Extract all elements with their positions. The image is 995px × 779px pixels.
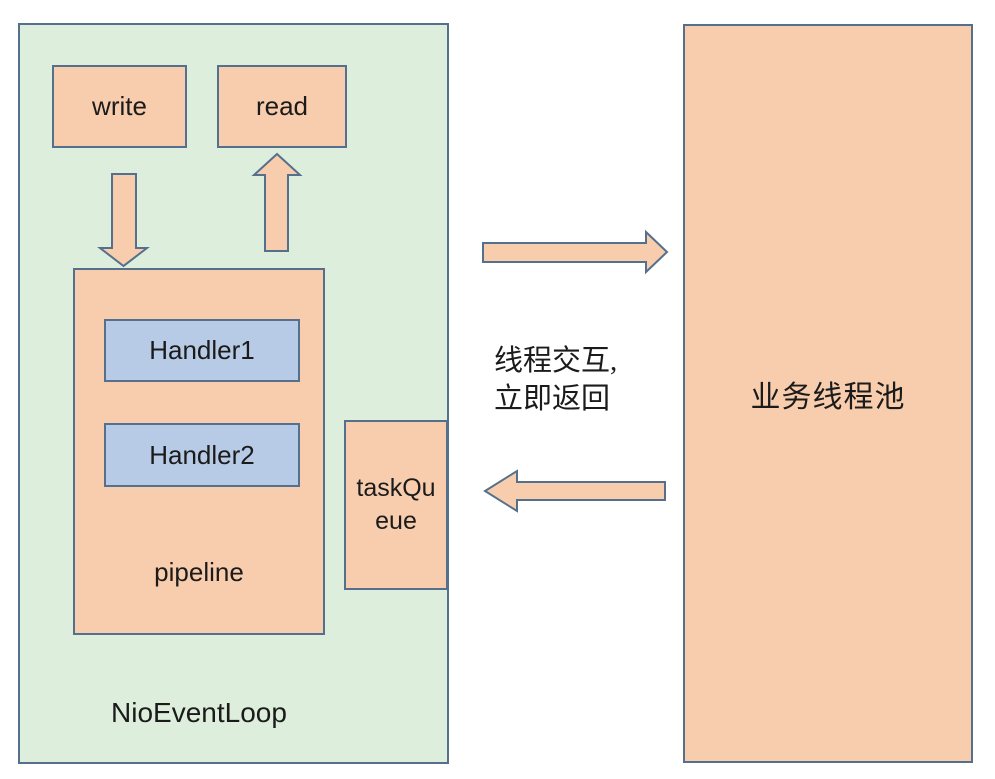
handler1-box: Handler1 bbox=[104, 319, 300, 382]
read-label: read bbox=[255, 91, 309, 121]
business-thread-pool-box: 业务线程池 bbox=[683, 24, 973, 763]
eventloop-to-threadpool-arrow-icon bbox=[482, 229, 669, 275]
write-box: write bbox=[52, 65, 187, 148]
threadpool-to-eventloop-arrow-icon bbox=[483, 469, 666, 513]
task-queue-label: taskQueue bbox=[356, 474, 436, 535]
nio-event-loop-label: NioEventLoop bbox=[111, 697, 287, 728]
read-box: read bbox=[217, 65, 347, 148]
handler2-box: Handler2 bbox=[104, 423, 300, 487]
handler2-label: Handler2 bbox=[149, 439, 255, 470]
business-thread-pool-label: 业务线程池 bbox=[750, 380, 906, 414]
pipeline-label: pipeline bbox=[154, 557, 244, 587]
handler1-label: Handler1 bbox=[149, 335, 255, 365]
pipeline-box: Handler1 Handler2 pipeline bbox=[73, 268, 325, 635]
write-label: write bbox=[92, 91, 147, 121]
interaction-note-line1: 线程交互, bbox=[494, 345, 618, 377]
task-queue-box: taskQueue bbox=[344, 420, 448, 590]
interaction-note: 线程交互, 立即返回 bbox=[494, 342, 654, 418]
interaction-note-line2: 立即返回 bbox=[494, 383, 611, 415]
